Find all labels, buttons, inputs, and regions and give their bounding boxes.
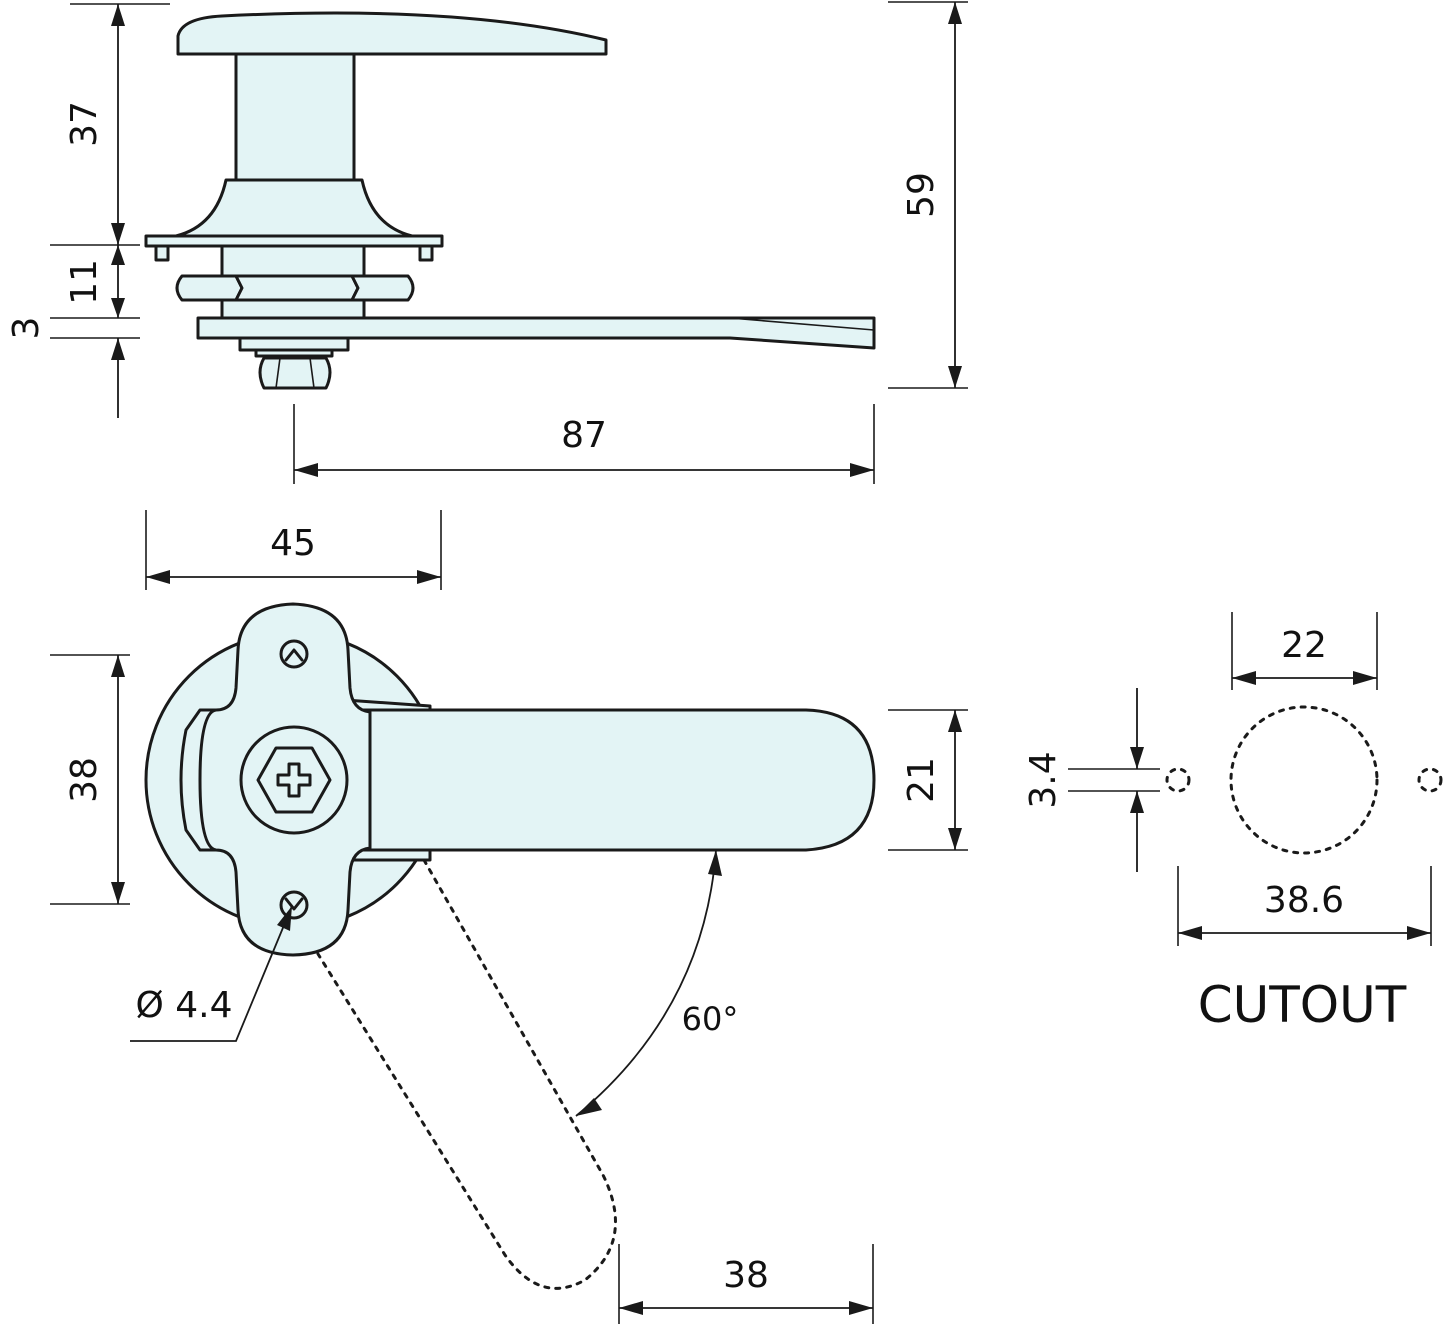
- dim-label-3-4: 3.4: [1023, 751, 1064, 808]
- dim-cam-length: 87: [293, 404, 875, 484]
- flange-pin-left: [154, 244, 170, 262]
- cutout-view: 22 3.4 38.6 CUTOUT: [1023, 612, 1443, 1034]
- front-view: 45 38 21 Ø 4.4: [50, 510, 968, 1324]
- small-nut: [258, 356, 332, 390]
- phillips-cross-icon: [276, 762, 312, 798]
- flange-base: [174, 178, 414, 238]
- dim-handle-width: 21: [888, 709, 968, 851]
- dim-label-37: 37: [64, 101, 105, 147]
- dim-overall-height: 59: [888, 1, 968, 389]
- lever-rotated-outline: [316, 858, 617, 1290]
- dim-label-45: 45: [270, 523, 316, 564]
- dim-body-height: 38: [50, 654, 130, 905]
- dim-cutout-diameter: 22: [1231, 612, 1378, 690]
- dim-label-59: 59: [901, 172, 942, 218]
- dim-label-38-6: 38.6: [1264, 880, 1344, 921]
- dim-label-22: 22: [1281, 625, 1327, 666]
- dim-body-width: 45: [145, 510, 442, 590]
- dim-label-38-horizontal: 38: [723, 1255, 769, 1296]
- dim-cutout-pin-hole: 3.4: [1023, 688, 1160, 872]
- dim-hole-diameter: Ø 4.4: [130, 905, 293, 1042]
- dim-rotation-angle: 60°: [575, 849, 739, 1117]
- dim-label-hole: Ø 4.4: [135, 985, 232, 1026]
- cutout-main-hole: [1229, 705, 1379, 855]
- side-view: 37 11 3 59: [6, 1, 968, 484]
- handle-stem: [234, 52, 356, 182]
- dim-handle-height: 37: [50, 3, 170, 246]
- handle-top: [176, 11, 608, 56]
- dim-swing-offset: 38: [618, 1244, 874, 1324]
- washer-inner: [254, 348, 334, 358]
- lever: [298, 708, 876, 852]
- flange-pin-right: [418, 244, 434, 262]
- washer: [238, 336, 350, 352]
- mount-hole-bottom: [279, 890, 309, 920]
- dim-label-87: 87: [561, 415, 607, 456]
- dim-label-3: 3: [6, 317, 47, 340]
- dim-label-21: 21: [901, 757, 942, 803]
- hex-nut: [175, 274, 415, 302]
- dim-label-60: 60°: [682, 1000, 739, 1038]
- cutout-pin-hole-left: [1165, 767, 1191, 793]
- cam-plate: [196, 316, 876, 350]
- mount-hole-top: [279, 639, 309, 669]
- cutout-pin-hole-right: [1417, 767, 1443, 793]
- dim-cutout-width: 38.6: [1177, 866, 1432, 946]
- dim-label-38-vertical: 38: [64, 757, 105, 803]
- dim-label-11: 11: [64, 259, 105, 305]
- cutout-title: CUTOUT: [1198, 976, 1407, 1034]
- dim-body-thickness: 11: [50, 245, 140, 319]
- dim-cam-thickness: 3: [6, 317, 140, 418]
